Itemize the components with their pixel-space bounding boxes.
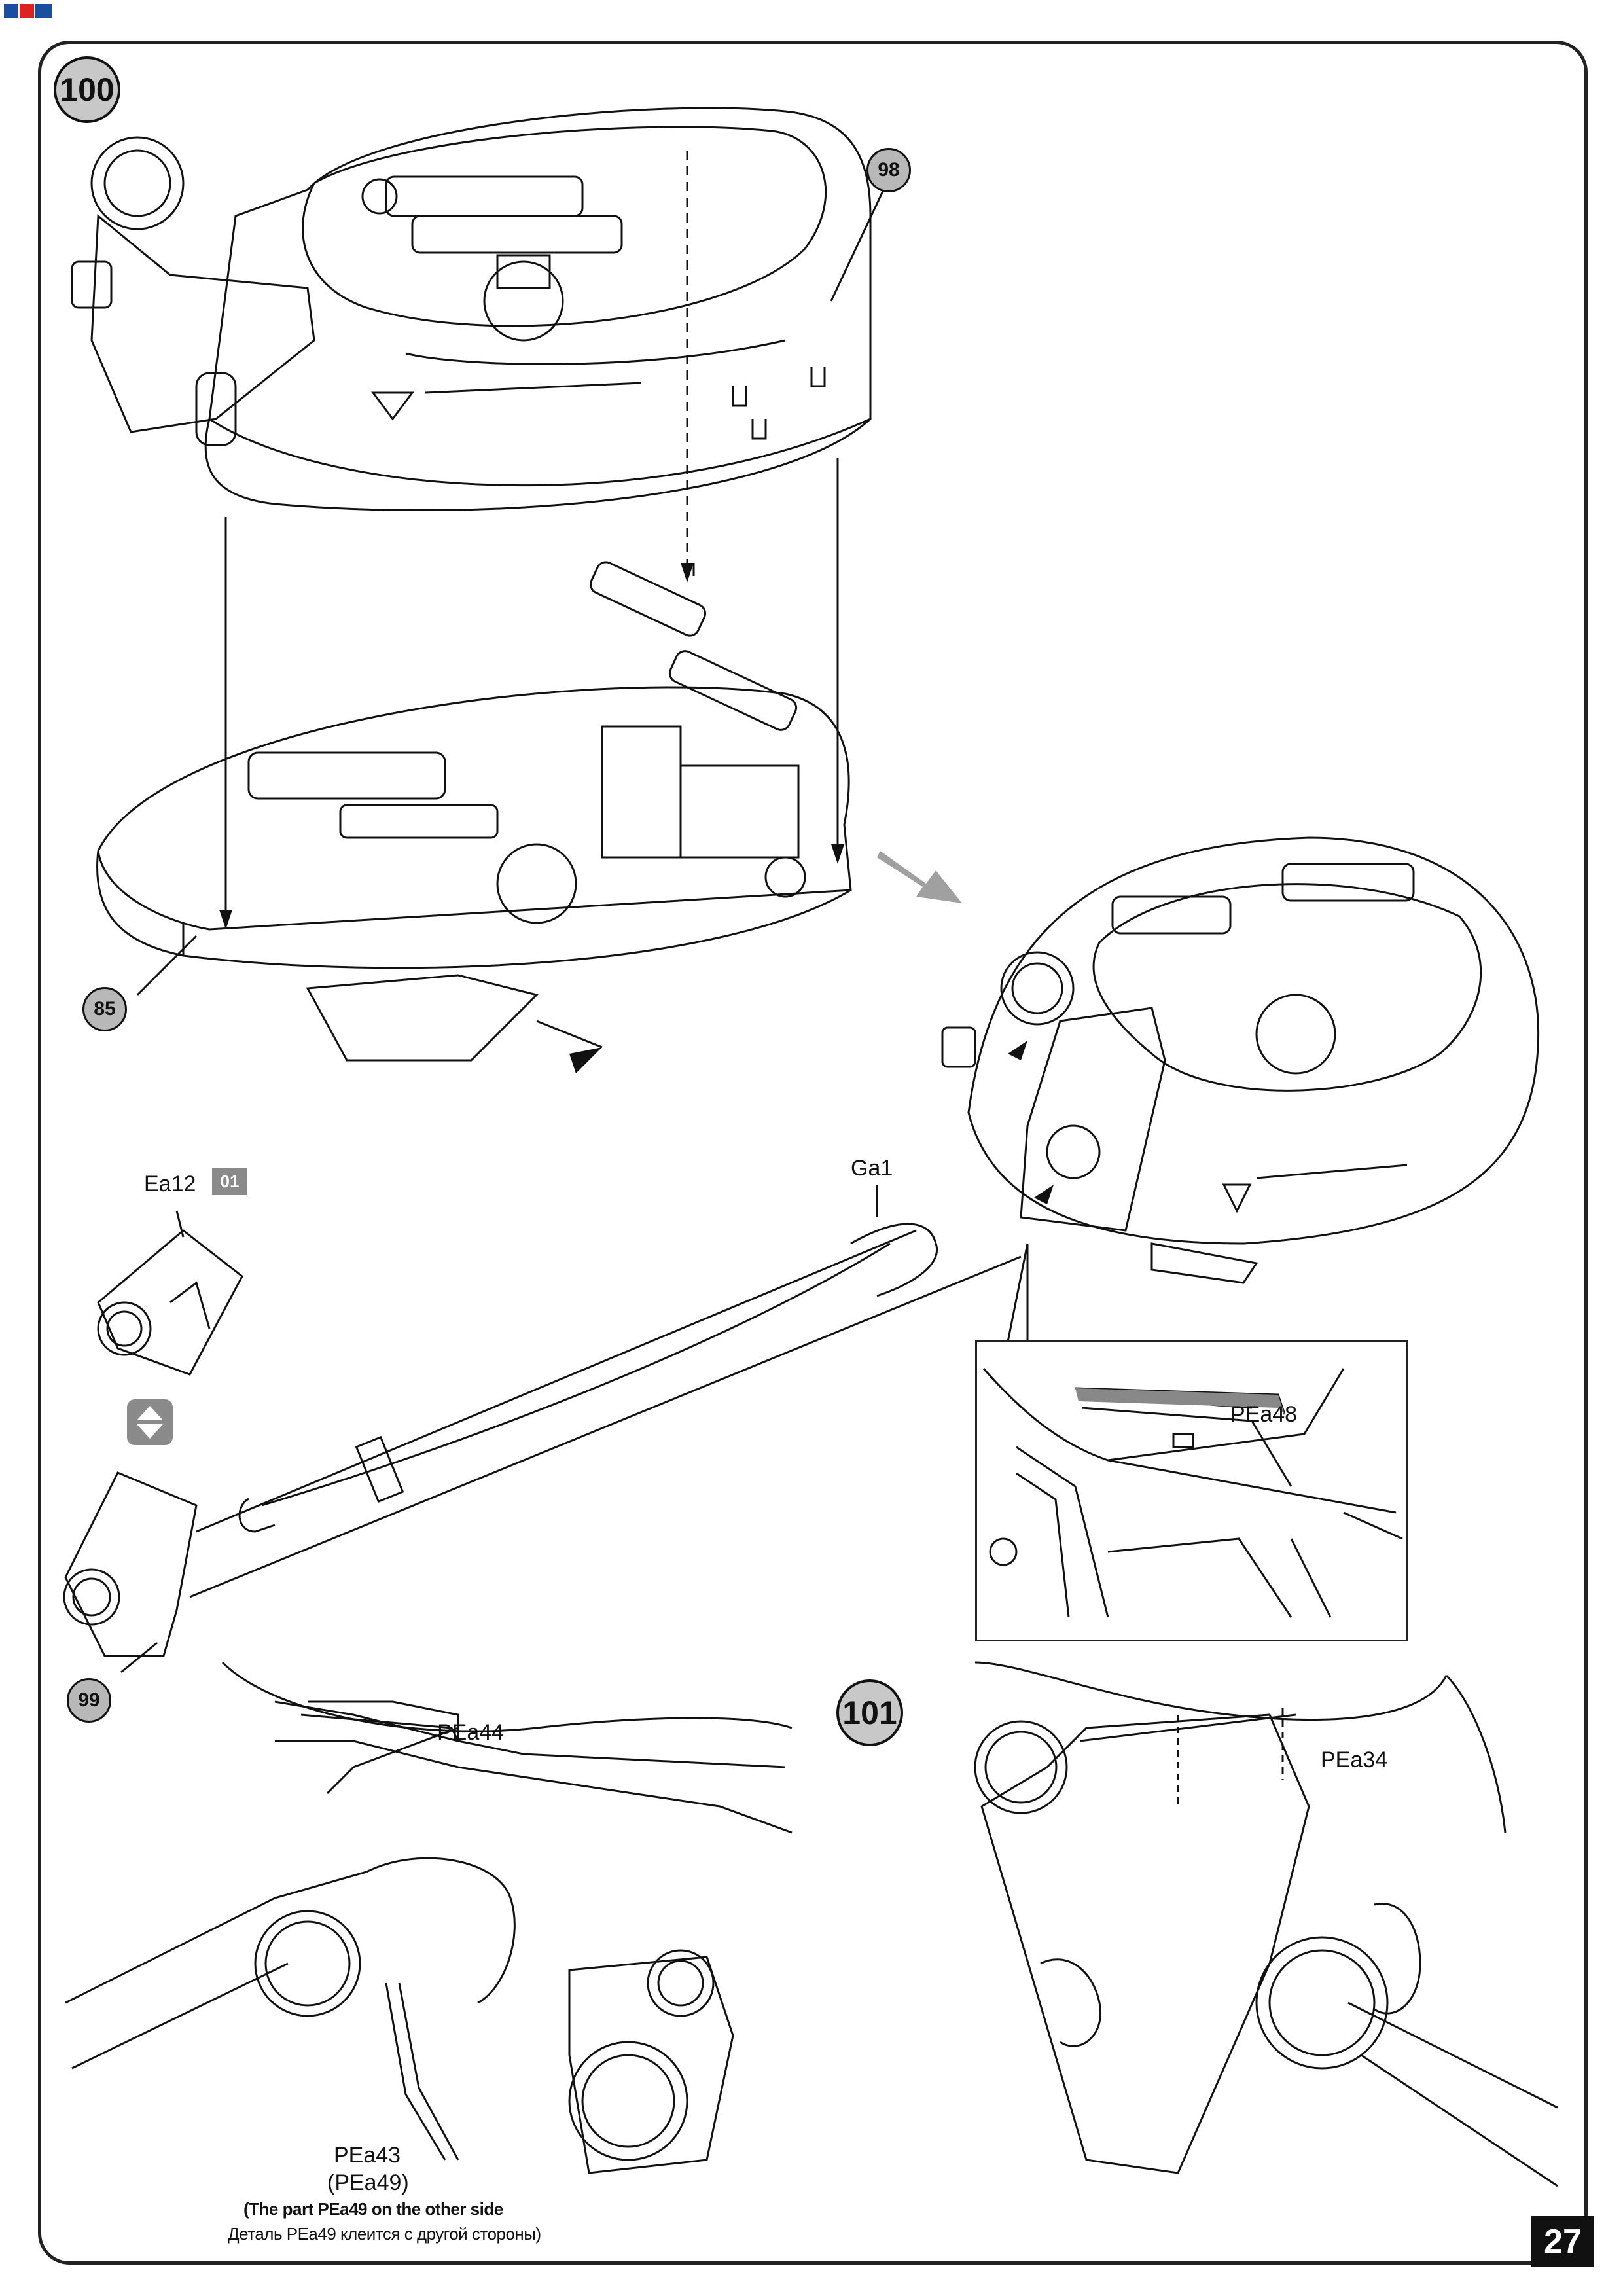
ref-99-badge: 99 [67, 1678, 111, 1723]
note-russian: Деталь PEa49 клеится с другой стороны) [228, 2224, 541, 2244]
part-label-ga1: Ga1 [851, 1156, 893, 1181]
assembly-arrow-icon [877, 851, 962, 903]
page-frame [38, 41, 1588, 2265]
part-label-pea49: (PEa49) [327, 2170, 409, 2195]
color-code-chip: 01 [212, 1168, 247, 1195]
part-label-pea34: PEa34 [1321, 1748, 1388, 1772]
page-number: 27 [1531, 2216, 1594, 2267]
detail-inset-pea48 [975, 1340, 1408, 1641]
brand-logo [4, 4, 52, 18]
step-101-badge: 101 [836, 1679, 903, 1746]
ref-98-badge: 98 [866, 148, 911, 192]
part-label-pea48: PEa48 [1230, 1402, 1298, 1427]
part-label-ea12: Ea12 [144, 1172, 196, 1196]
part-label-pea43: PEa43 [334, 2143, 401, 2168]
note-english: (The part PEa49 on the other side [243, 2199, 503, 2219]
ref-85-badge: 85 [82, 987, 127, 1031]
step-100-badge: 100 [54, 56, 120, 123]
part-label-pea44: PEa44 [437, 1720, 505, 1745]
flip-icon [127, 1399, 173, 1445]
